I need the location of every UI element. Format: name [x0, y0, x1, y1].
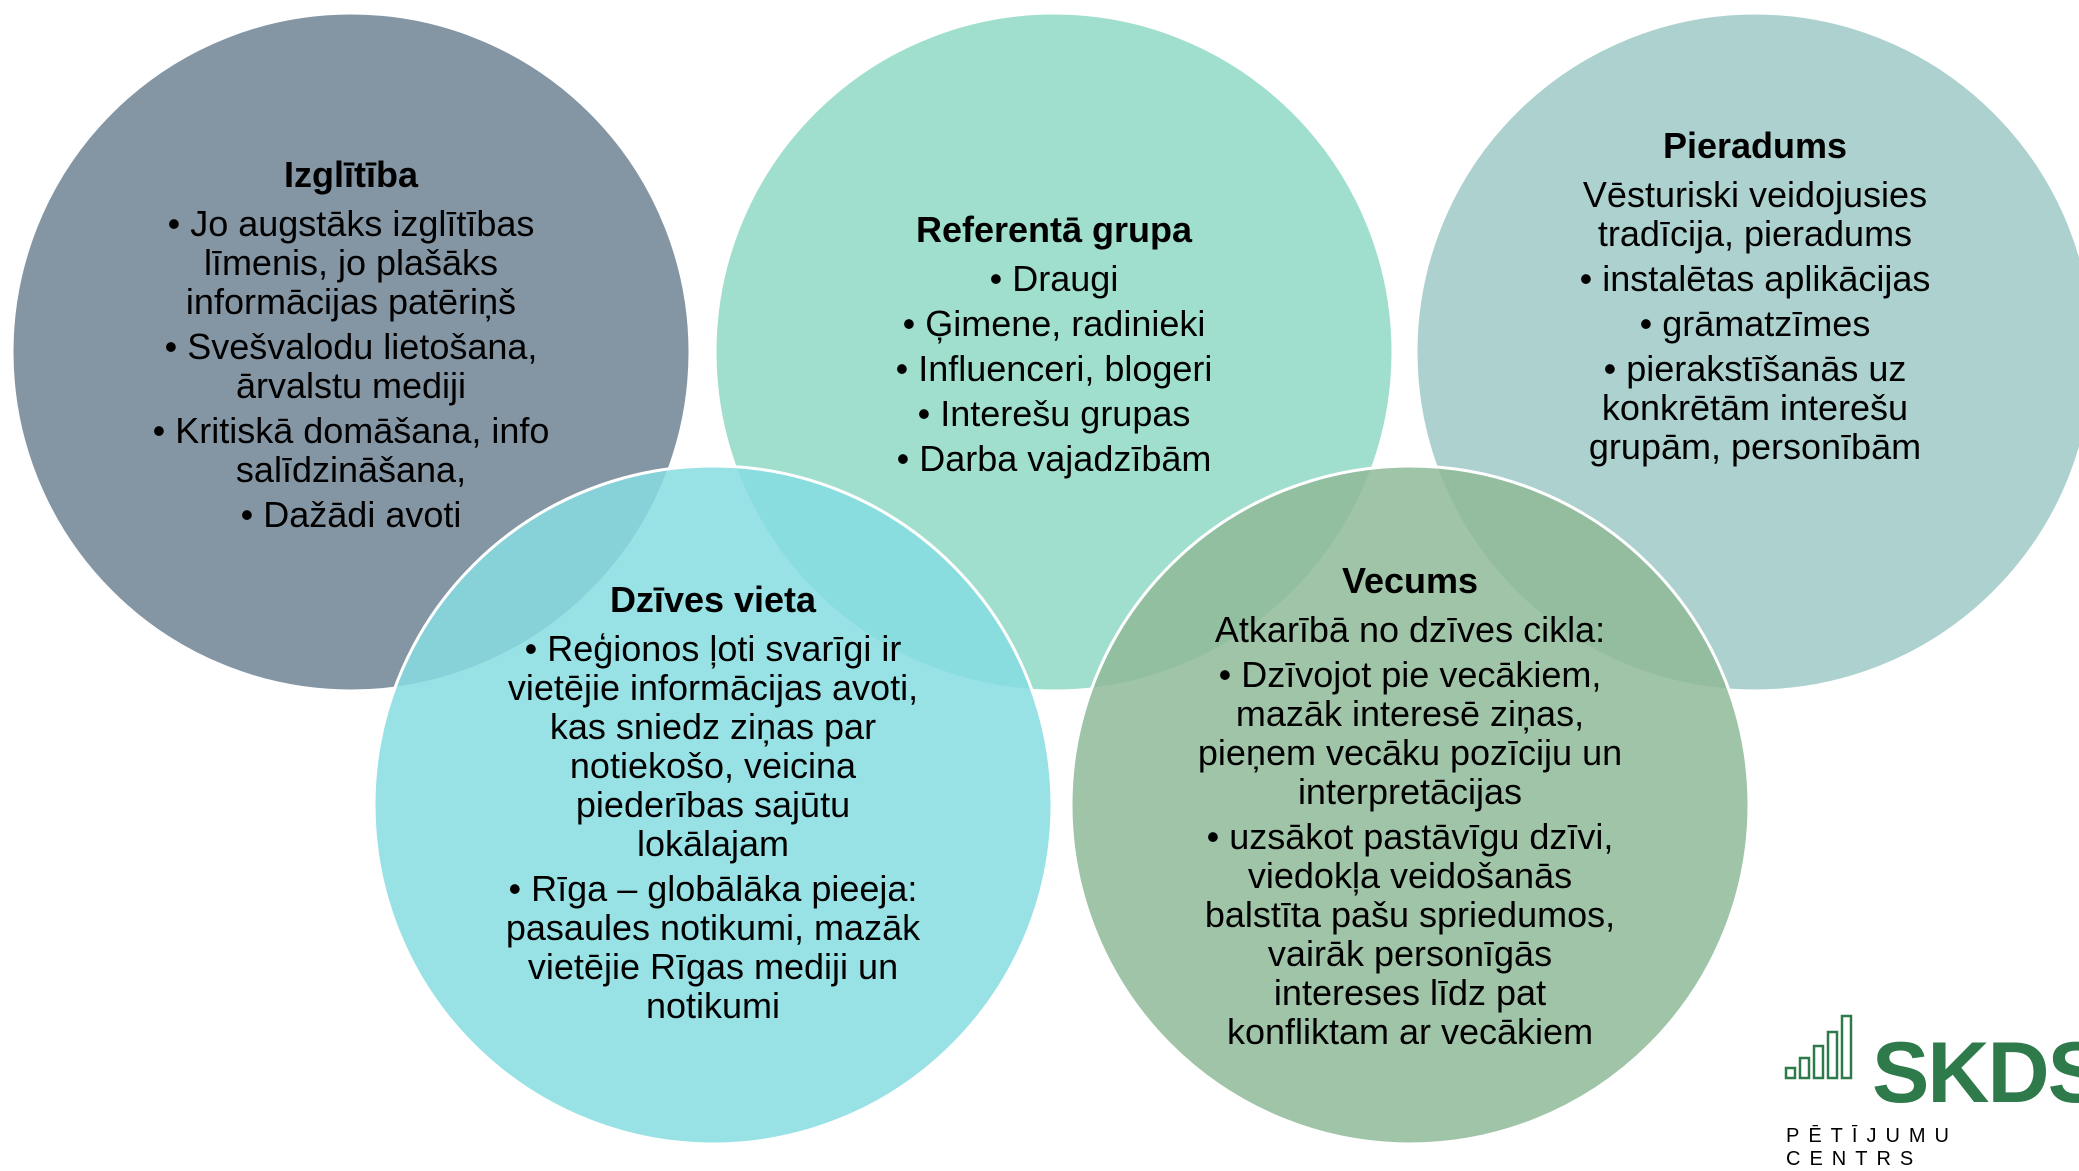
text-dzives-vieta: Dzīves vieta Reģionos ļoti svarīgi ir vi…	[498, 580, 928, 1031]
list-item: Influenceri, blogeri	[844, 349, 1264, 388]
title-pieradums: Pieradums	[1662, 125, 1848, 166]
title-dzives-vieta: Dzīves vieta	[609, 579, 817, 620]
list-item: grāmatzīmes	[1565, 304, 1945, 343]
list-item: instalētas aplikācijas	[1565, 259, 1945, 298]
list-item: Svešvalodu lietošana, ārvalstu mediji	[131, 327, 571, 405]
skds-logo-subtitle: PĒTĪJUMU CENTRS	[1786, 1125, 1958, 1170]
list-item: Darba vajadzībām	[844, 439, 1264, 478]
list-item: Reģionos ļoti svarīgi ir vietējie inform…	[498, 629, 928, 863]
list-item: Dzīvojot pie vecākiem, mazāk interesē zi…	[1190, 655, 1630, 811]
list-item: Rīga – globālāka pieeja: pasaules notiku…	[498, 869, 928, 1025]
intro-vecums: Atkarībā no dzīves cikla:	[1214, 609, 1606, 650]
list-item: Dažādi avoti	[131, 495, 571, 534]
text-izglitiba: Izglītība Jo augstāks izglītības līmenis…	[131, 155, 571, 540]
list-item: pierakstīšanās uz konkrētām interešu gru…	[1565, 349, 1945, 466]
list-item: Interešu grupas	[844, 394, 1264, 433]
list-vecums: Dzīvojot pie vecākiem, mazāk interesē zi…	[1190, 655, 1630, 1051]
skds-logo-bars	[1784, 1014, 1853, 1080]
list-izglitiba: Jo augstāks izglītības līmenis, jo plašā…	[131, 204, 571, 534]
title-referenta-grupa: Referentā grupa	[915, 209, 1193, 250]
list-item: Draugi	[844, 259, 1264, 298]
list-referenta-grupa: Draugi Ģimene, radinieki Influenceri, bl…	[844, 259, 1264, 478]
list-pieradums: instalētas aplikācijas grāmatzīmes piera…	[1565, 259, 1945, 466]
title-vecums: Vecums	[1341, 560, 1479, 601]
list-item: Jo augstāks izglītības līmenis, jo plašā…	[131, 204, 571, 321]
text-pieradums: Pieradums Vēsturiski veidojusies tradīci…	[1565, 126, 1945, 472]
list-item: Kritiskā domāšana, info salīdzināšana,	[131, 411, 571, 489]
title-izglitiba: Izglītība	[284, 154, 418, 195]
list-item: Ģimene, radinieki	[844, 304, 1264, 343]
skds-logo: SKDS	[1872, 1025, 2079, 1121]
list-item: uzsākot pastāvīgu dzīvi, viedokļa veidoš…	[1190, 817, 1630, 1051]
text-referenta-grupa: Referentā grupa Draugi Ģimene, radinieki…	[844, 210, 1264, 484]
list-dzives-vieta: Reģionos ļoti svarīgi ir vietējie inform…	[498, 629, 928, 1025]
text-vecums: Vecums Atkarībā no dzīves cikla: Dzīvojo…	[1190, 561, 1630, 1057]
intro-pieradums: Vēsturiski veidojusies tradīcija, pierad…	[1582, 174, 1928, 254]
